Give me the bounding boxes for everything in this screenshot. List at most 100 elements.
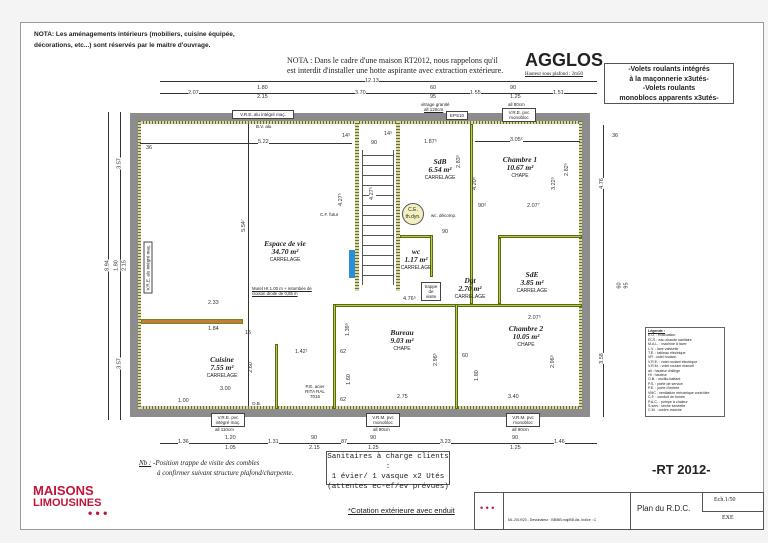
shutters-line: -Volets roulants xyxy=(642,85,696,92)
attic-hatch: trappe de visite xyxy=(421,282,441,301)
dimension: 90² xyxy=(478,203,486,209)
dimension: 2.07 xyxy=(188,90,199,97)
dimension: 95 xyxy=(430,94,437,100)
dimension: 3.00 xyxy=(220,386,231,392)
dimension: 1.60 xyxy=(345,374,352,385)
sill-height: all 110cm xyxy=(215,427,234,432)
dimension: 2.96⁵ xyxy=(550,355,556,368)
dimension: 14⁵ xyxy=(342,133,351,139)
legend-item: V.R.M. : volet roulant manuel xyxy=(648,364,695,369)
legend-item: S.serv : sèche serviette xyxy=(648,403,686,408)
dimension-line xyxy=(160,93,597,94)
legend-item: P.E. : porte d'entrée xyxy=(648,386,680,391)
dimension: 5.54⁷ xyxy=(240,219,248,232)
dimension: 90 xyxy=(442,229,449,235)
dimension: 1.05 xyxy=(225,445,236,451)
dimension-line xyxy=(120,112,121,420)
dimension: 1.20 xyxy=(225,435,236,441)
title-block-logo-icon: • • • xyxy=(480,503,495,513)
dimension: 3.23 xyxy=(440,439,451,446)
sill-height: all 120cm xyxy=(424,107,444,112)
dimension: 3.05² xyxy=(510,137,523,144)
dimension: 1.46 xyxy=(554,439,565,446)
stair-wall xyxy=(355,121,359,291)
dimension: 2.15 xyxy=(309,445,320,451)
dimension: 95 xyxy=(623,282,630,289)
interior-wall xyxy=(400,235,432,238)
shutters-line: à la maçonnerie x3utés- xyxy=(629,75,709,83)
room-name: SdB xyxy=(433,157,447,166)
dimension-line xyxy=(160,443,597,444)
dimension: 60 xyxy=(616,282,623,289)
room-area: 10.05 m² xyxy=(512,332,540,341)
room-floor: CHAPE xyxy=(393,346,411,352)
water-heater-sub: th.dyn. xyxy=(405,214,421,220)
dimension: 90 xyxy=(371,140,378,146)
legend-item: L.V. : lave vaisselle xyxy=(648,346,679,351)
note-line: Sanitaires à charge clients : xyxy=(327,453,449,471)
room-espace-de-vie: Espace de vie 34.70 m² CARRELAGE xyxy=(240,240,330,264)
dimension: 1.42¹ xyxy=(295,349,308,355)
plan-title: Plan du R.D.C. xyxy=(637,504,691,513)
window-bv-label: B.V. alu xyxy=(256,124,272,129)
room-sdb: SdB 6.54 m² CARRELAGE xyxy=(415,158,465,182)
room-name: Espace de vie xyxy=(264,239,306,248)
room-chambre-1: Chambre 1 10.67 m² CHAPE xyxy=(490,156,550,180)
room-area: 10.67 m² xyxy=(506,163,534,172)
dimension: 36 xyxy=(612,133,619,139)
dimension: 1.39⁵ xyxy=(345,323,351,336)
dimension: 3.57 xyxy=(116,357,124,370)
shutters-line: -Volets roulants intégrés xyxy=(628,66,710,73)
room-floor: CARRELAGE xyxy=(516,288,548,294)
dimension: 1.80 xyxy=(113,259,121,272)
interior-wall xyxy=(430,235,433,277)
room-area: 1.17 m² xyxy=(404,255,428,264)
interior-wall xyxy=(498,238,501,304)
room-cuisine: Cuisine 7.55 m² CARRELAGE xyxy=(192,356,252,380)
dimension: 3.70 xyxy=(355,90,366,97)
room-floor: CHAPE xyxy=(511,173,529,179)
window-vrm-bureau: V.R.M. pvc monobloc xyxy=(366,413,400,427)
dimension: 2.33 xyxy=(208,300,219,306)
drawing-reference: ML-2019/20 - Dessinateur : BB/BB.maj/BB.… xyxy=(508,518,597,522)
rt2012-label: -RT 2012- xyxy=(652,462,711,477)
dimension-total-width: 12.13 xyxy=(365,78,379,85)
dimension: 1.25 xyxy=(368,445,379,451)
room-sde: SdE 3.85 m² CARRELAGE xyxy=(510,271,554,295)
room-bureau: Bureau 9.03 m² CHAPE xyxy=(372,329,432,353)
insulation xyxy=(138,121,141,409)
dimension: 1.51 xyxy=(553,90,564,97)
room-dgt: Dgt 2.70 m² CARRELAGE xyxy=(448,277,492,301)
room-name: Bureau xyxy=(390,328,414,337)
room-floor: CARRELAGE xyxy=(424,175,456,181)
attic-hatch-note: Nb : -Position trappe de visite des comb… xyxy=(139,458,293,478)
room-floor: CARRELAGE xyxy=(206,373,238,379)
shutters-box: -Volets roulants intégrés à la maçonneri… xyxy=(604,63,734,104)
room-name: Dgt xyxy=(464,276,476,285)
dimension: 1.31 xyxy=(268,439,279,446)
exterior-wall-top xyxy=(130,113,590,121)
dimension: 2.82⁵ xyxy=(564,163,570,176)
dimension: 3.58 xyxy=(598,353,606,364)
room-area: 2.70 m² xyxy=(458,284,482,293)
staircase xyxy=(362,150,394,285)
entry-door[interactable]: P.E. acier RITA RAL 7016 xyxy=(305,384,325,399)
legend-item: P.S. : porte de service xyxy=(648,381,683,386)
title-block-ref-cell xyxy=(503,492,631,530)
dimension: 2.15 xyxy=(257,94,268,100)
dimension: 1.55 xyxy=(470,90,481,97)
dimension: 3.22⁵ xyxy=(551,177,557,190)
dimension-line xyxy=(603,125,604,417)
sanitary-note: Sanitaires à charge clients : 1 évier/ 1… xyxy=(326,451,450,491)
vitrage-label: vitrage granité xyxy=(421,102,450,107)
dimension: 1.84 xyxy=(208,326,219,332)
room-area: 34.70 m² xyxy=(271,247,299,256)
room-area: 3.85 m² xyxy=(520,278,544,287)
dimension: 2.07⁵ xyxy=(528,315,541,321)
room-area: 7.55 m² xyxy=(210,363,234,372)
dimension: 90 xyxy=(370,435,377,441)
dimension: 2.60 xyxy=(247,362,254,373)
scale: Ech.1/50 xyxy=(714,497,736,503)
sill-height: all 80cm xyxy=(508,102,525,107)
legend: Légende : E.U. : évacuation ECS : eau ch… xyxy=(645,327,725,417)
